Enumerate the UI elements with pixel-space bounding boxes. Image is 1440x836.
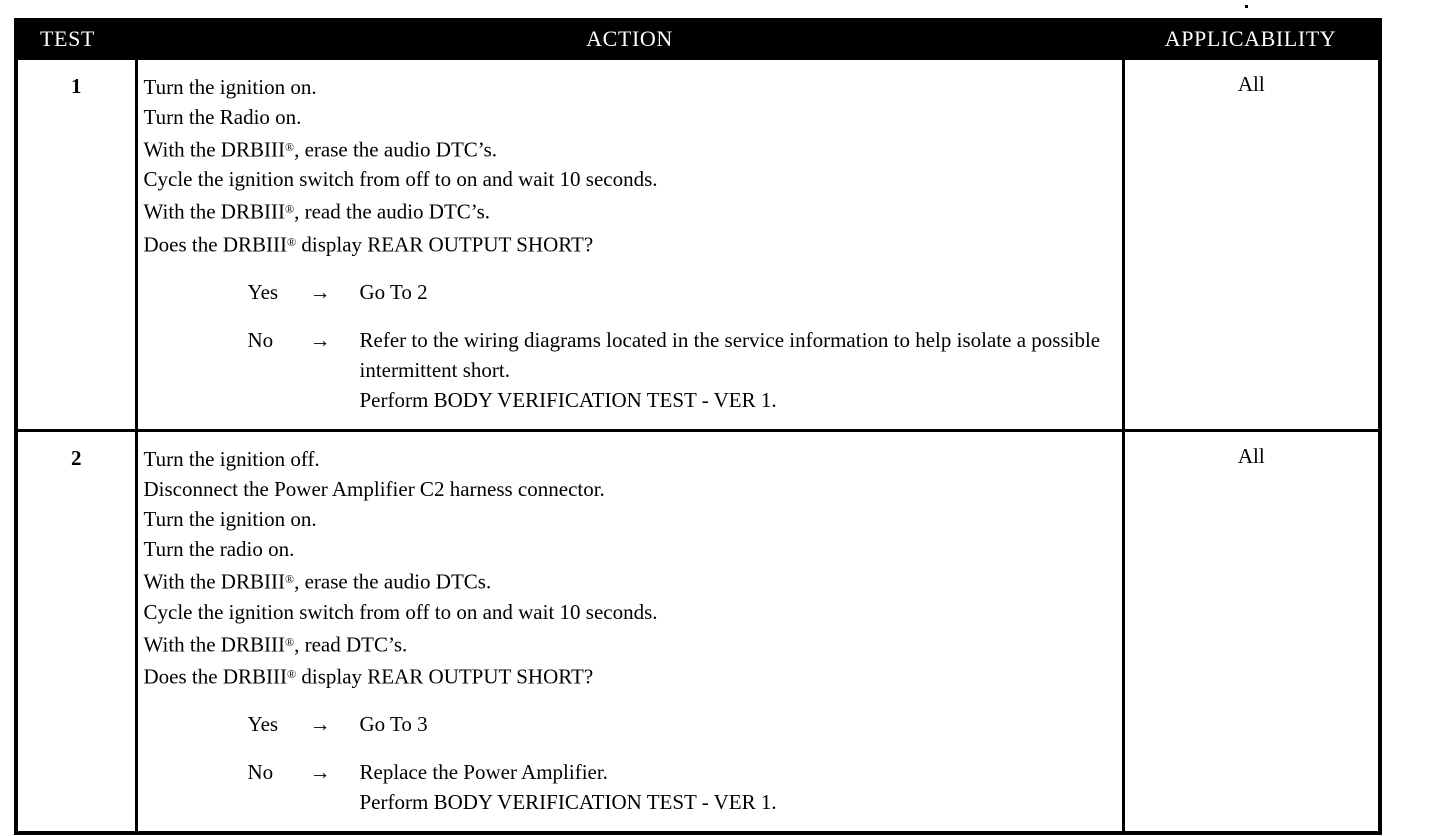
arrow-right-icon: → [309,712,331,737]
action-step-line: Disconnect the Power Amplifier C2 harnes… [143,477,605,502]
branch-result-line: Go To 2 [359,280,428,305]
action-step-line: Turn the radio on. [143,537,295,562]
branch-result-line: Refer to the wiring diagrams located in … [359,328,1101,383]
branch-label: Yes [247,280,279,305]
action-step-line: Cycle the ignition switch from off to on… [143,599,658,624]
test-number-cell: 1 [16,58,138,431]
branch-result-line: Go To 3 [359,712,428,737]
branch-no: No → Replace the Power Amplifier. Perform B… [144,757,1122,817]
action-step-line: Does the DRBIII® display REAR OUTPUT SHO… [143,232,594,257]
action-step-line: With the DRBIII®, read the audio DTC’s. [143,199,491,224]
action-step-line: With the DRBIII®, erase the audio DTCs. [143,569,492,594]
branch-result-line: Perform BODY VERIFICATION TEST - VER 1. [359,790,777,815]
registered-trademark-icon: ® [284,202,295,217]
arrow-right-icon: → [309,760,331,785]
registered-trademark-icon: ® [286,234,297,249]
column-header-test: TEST [16,20,136,59]
branch-result: Replace the Power Amplifier. Perform BODY… [360,757,1122,817]
branch-yes: Yes → Go To 2 [144,277,1122,307]
branch-label: No [247,760,274,785]
action-cell: Turn the ignition on. Turn the Radio on. W… [136,58,1125,431]
action-step-line: With the DRBIII®, read DTC’s. [143,631,408,656]
arrow-right-icon: → [309,280,331,305]
branch-result-line: Replace the Power Amplifier. [359,760,608,785]
action-step-line: Turn the ignition on. [143,507,317,532]
branch-no: No → Refer to the wiring diagrams located … [144,325,1122,415]
action-step-line: Turn the ignition off. [143,447,320,472]
registered-trademark-icon: ® [284,634,295,649]
branch-result-line: Perform BODY VERIFICATION TEST - VER 1. [359,388,777,413]
table-header: TEST ACTION APPLICABILITY [16,20,1380,59]
branch-result: Refer to the wiring diagrams located in … [360,325,1122,415]
branch-list: Yes → Go To 2 No → Refer to the wiring diagra… [144,277,1122,415]
test-number-cell: 2 [16,429,138,834]
action-step-line: Turn the ignition on. [143,75,317,99]
applicability-cell: All [1123,58,1380,431]
registered-trademark-icon: ® [286,666,297,681]
column-header-applicability: APPLICABILITY [1123,20,1380,59]
branch-yes: Yes → Go To 3 [144,709,1122,739]
branch-label: Yes [247,712,279,737]
header-row: TEST ACTION APPLICABILITY [16,20,1380,59]
action-step-line: With the DRBIII®, erase the audio DTC’s. [143,137,498,162]
branch-label: No [247,328,274,353]
registered-trademark-icon: ® [284,572,295,587]
action-step-line: Does the DRBIII® display REAR OUTPUT SHO… [143,664,594,689]
column-header-action: ACTION [136,20,1123,59]
branch-result: Go To 3 [360,709,1122,739]
branch-result: Go To 2 [360,277,1122,307]
registered-trademark-icon: ® [284,140,295,154]
arrow-right-icon: → [309,328,331,353]
action-cell: Turn the ignition off. Disconnect the Pow… [136,429,1125,834]
action-step-line: Turn the Radio on. [143,105,302,129]
action-step-line: Cycle the ignition switch from off to on… [143,167,658,192]
scan-artifact-speck [1245,5,1248,8]
branch-list: Yes → Go To 3 No → Replace the Power Amplifie… [144,709,1122,817]
applicability-cell: All [1123,429,1380,834]
